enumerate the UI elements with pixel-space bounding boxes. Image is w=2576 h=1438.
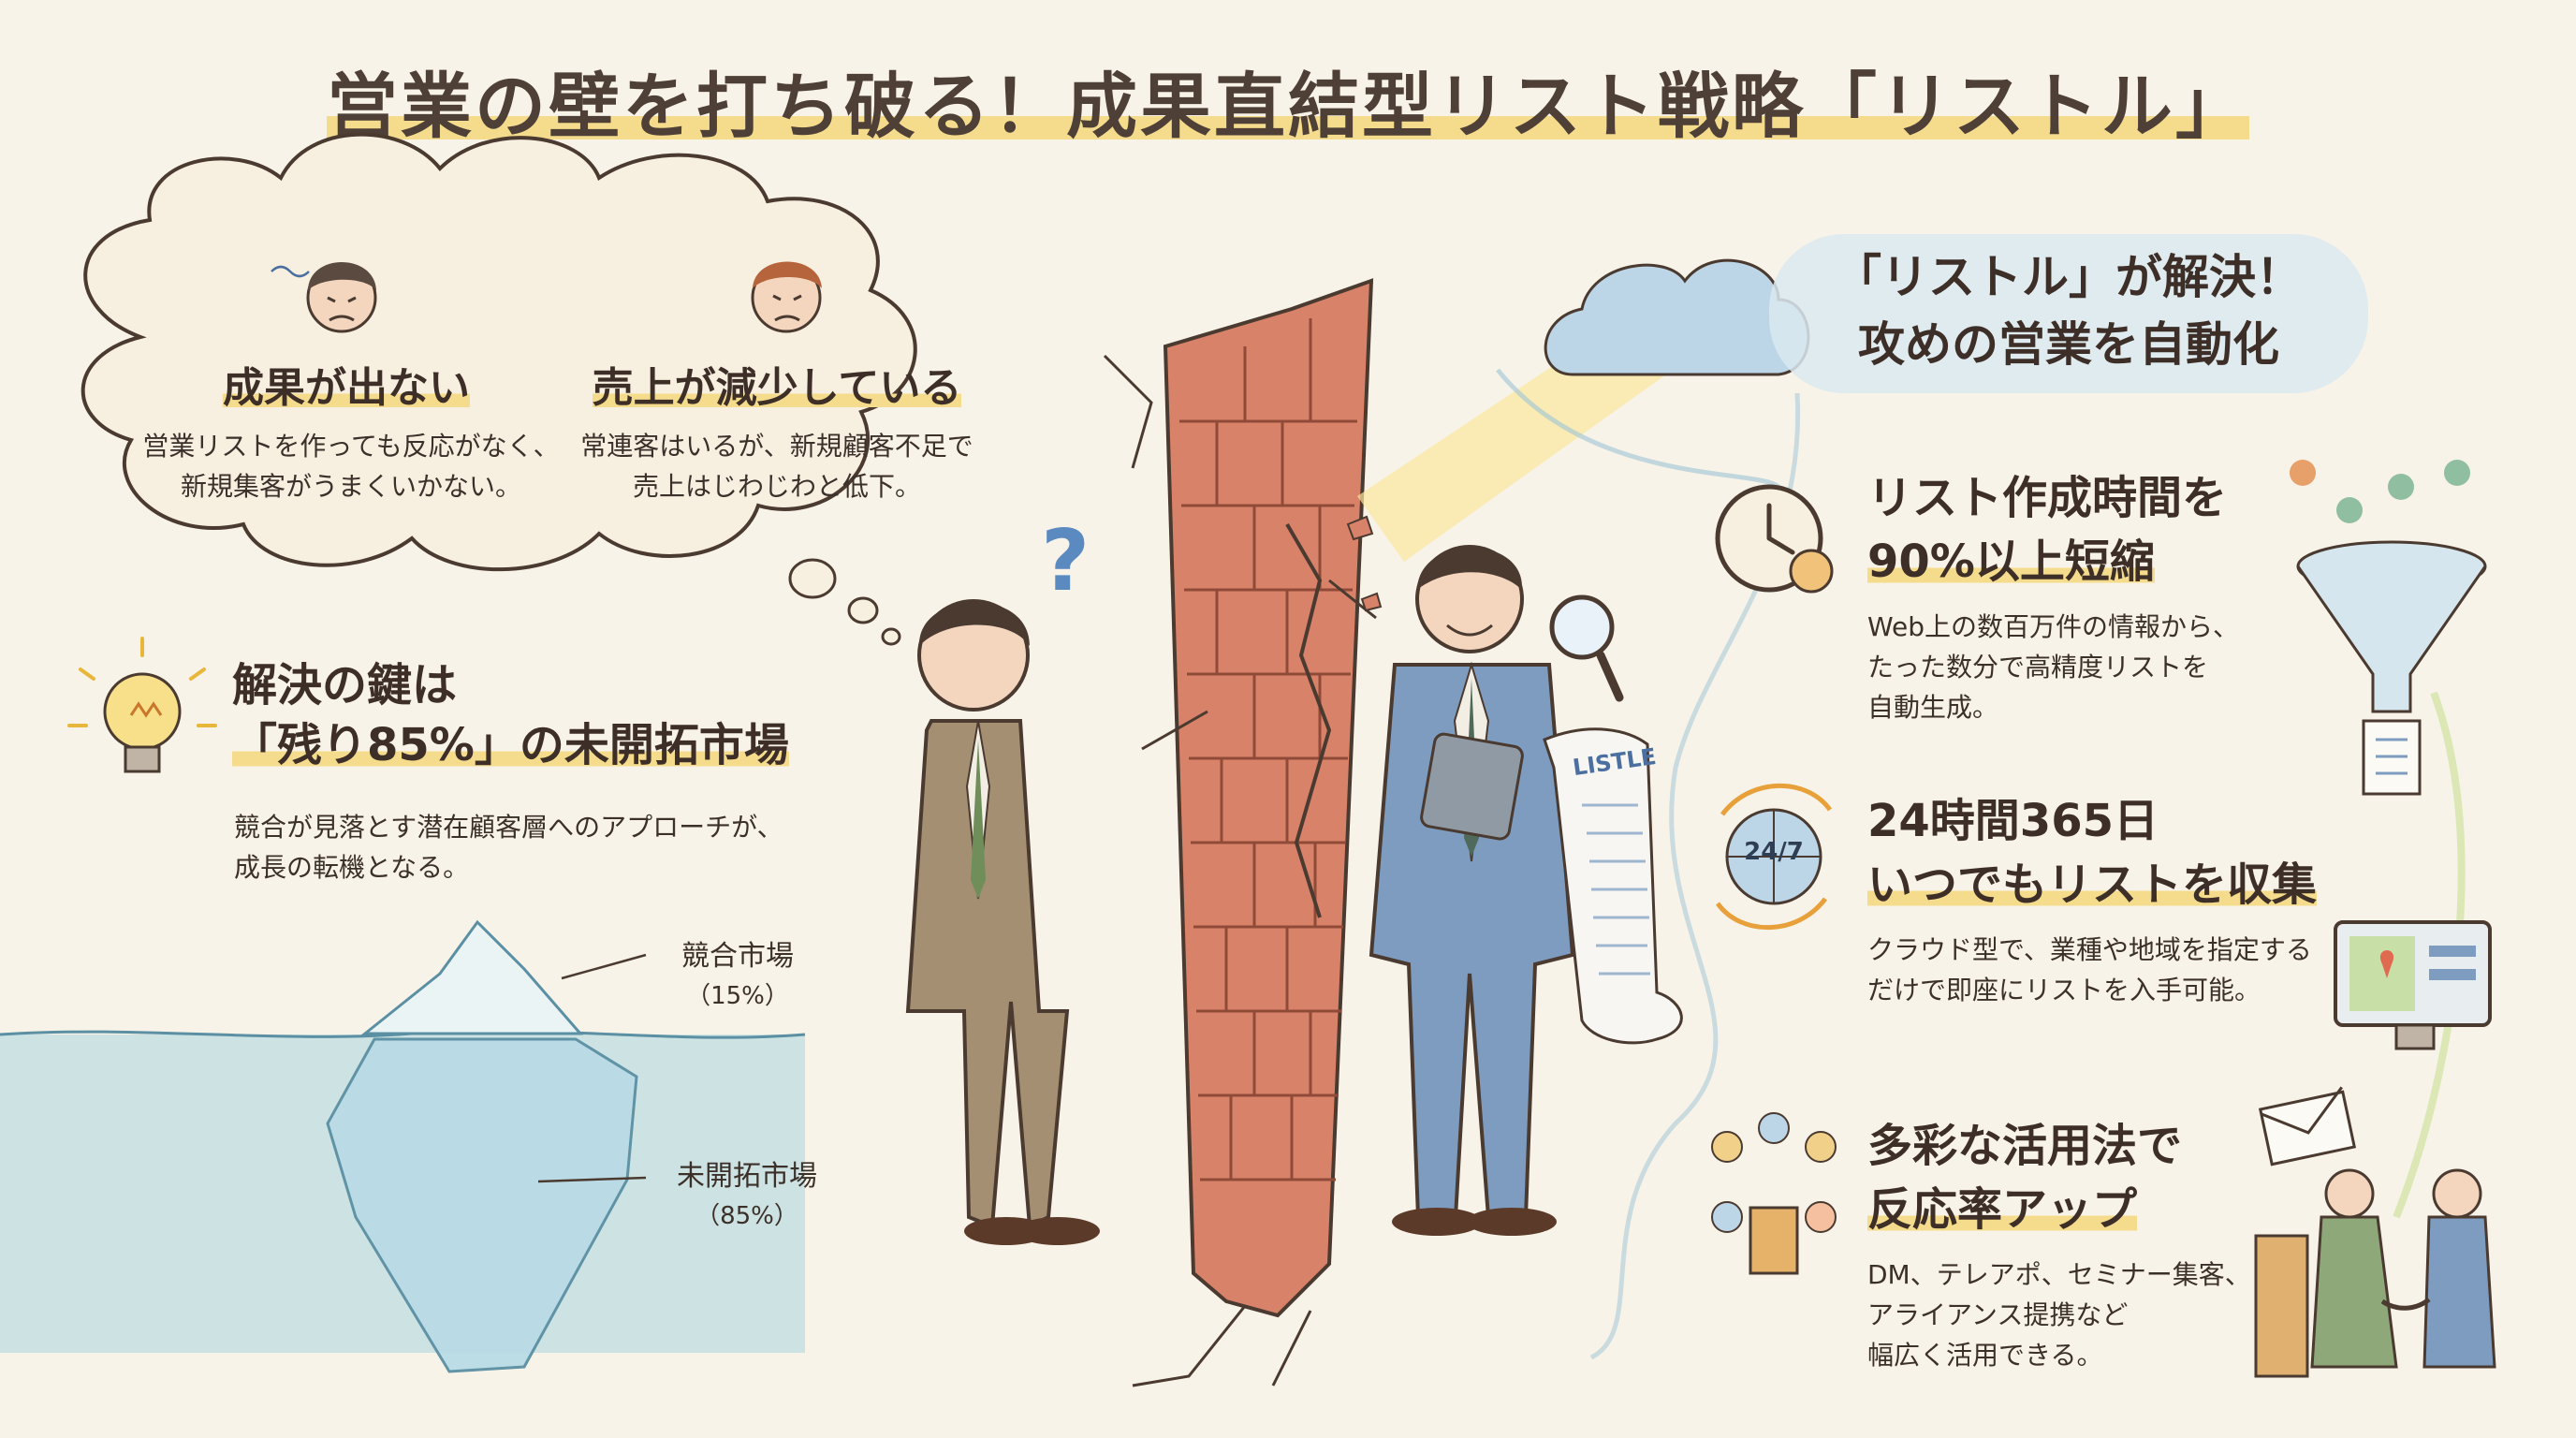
globe-cycle-icon xyxy=(1715,783,1833,931)
solution-backdrop xyxy=(1769,234,2368,393)
feature-2: 24時間365日 いつでもリストを収集 クラウド型で、業種や地域を指定するだけで… xyxy=(1867,795,2318,1005)
list-paper xyxy=(1543,727,1683,1045)
key-heading: 解決の鍵は 「残り85%」の未開拓市場 xyxy=(232,659,789,771)
magnifier-icon xyxy=(1549,594,1624,702)
problem-desc-2: 常連客はいるが、新規顧客不足で売上はじわじわと低下。 xyxy=(580,431,973,502)
lightbulb-icon xyxy=(67,637,217,773)
problem-card-2: 売上が減少している xyxy=(562,354,992,414)
untapped-market-label: 未開拓市場 （85%） xyxy=(677,1160,817,1230)
problem-desc-1: 営業リストを作っても反応がなく、新規集客がうまくいかない。 xyxy=(142,431,560,502)
problem-heading: 売上が減少している xyxy=(592,364,962,412)
feature-1: リスト作成時間を 90%以上短縮 Web上の数百万件の情報から、たった数分で高精… xyxy=(1867,472,2240,723)
key-description: 競合が見落とす潜在顧客層へのアプローチが、成長の転機となる。 xyxy=(234,812,783,883)
feature-3: 多彩な活用法で 反応率アップ DM、テレアポ、セミナー集客、アライアンス提携など… xyxy=(1867,1120,2251,1371)
confident-businessman xyxy=(1368,545,1683,1236)
podium-network-icon xyxy=(1711,1112,1837,1275)
question-mark-icon: ? xyxy=(1041,512,1090,610)
worried-man-icon xyxy=(751,261,822,333)
page-title: 営業の壁を打ち破る！成果直結型リスト戦略「リストル」 xyxy=(327,65,2249,148)
tablet-icon xyxy=(1420,732,1524,841)
iceberg-illustration xyxy=(0,919,806,1373)
clock-gear-icon xyxy=(1715,484,1834,594)
competitive-market-label: 競合市場 （15%） xyxy=(681,940,794,1010)
funnel-icon xyxy=(2290,460,2487,796)
worried-businessman xyxy=(905,599,1100,1245)
problem-heading: 成果が出ない xyxy=(223,364,470,412)
solution-heading: 「リストル」が解決！ 攻めの営業を自動化 xyxy=(1835,250,2303,372)
monitor-map-icon xyxy=(2334,920,2492,1050)
worried-woman-icon xyxy=(271,262,377,333)
24-7-badge: 24/7 xyxy=(1744,838,1804,866)
document-icon xyxy=(2362,719,2422,796)
thought-cloud xyxy=(80,132,917,572)
brick-wall xyxy=(1103,278,1383,1387)
spotlight-beam xyxy=(1357,365,1666,562)
handshake-illustration xyxy=(2254,1168,2496,1378)
problem-card-1: 成果が出ない xyxy=(187,354,505,414)
envelope-icon xyxy=(2258,1086,2357,1167)
